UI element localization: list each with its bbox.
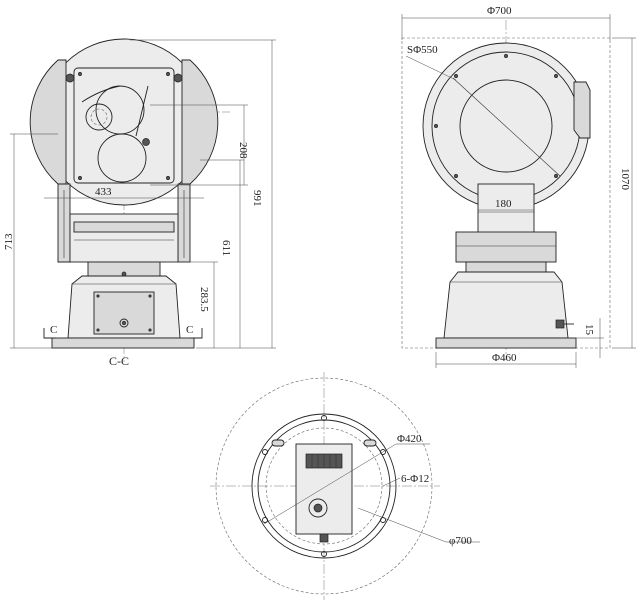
bottom-outer-circle bbox=[215, 377, 433, 595]
side-window bbox=[459, 79, 553, 173]
section-mark-left: C bbox=[50, 324, 57, 336]
front-lens-small bbox=[85, 103, 113, 131]
bottom-view: Φ420 6-Φ12 φ700 bbox=[210, 372, 480, 600]
dim-base-diameter: Φ460 bbox=[492, 352, 517, 364]
dim-lens-offset: 208 bbox=[237, 142, 249, 159]
dim-sphere-diameter: SΦ550 bbox=[407, 44, 438, 56]
dim-left-height: 713 bbox=[3, 233, 15, 250]
dim-neck-width: 180 bbox=[495, 198, 512, 210]
side-view: Φ700 SΦ550 180 1070 15 Φ460 bbox=[401, 5, 636, 368]
section-mark-right: C bbox=[186, 324, 193, 336]
dim-axis-height: 611 bbox=[220, 240, 232, 256]
front-view: C C C-C 433 208 991 713 611 283.5 bbox=[3, 38, 276, 368]
dim-base-flange: 15 bbox=[583, 324, 595, 336]
dim-overall-width: Φ700 bbox=[487, 5, 512, 17]
section-label: C-C bbox=[109, 354, 129, 368]
dim-holes: 6-Φ12 bbox=[401, 473, 429, 485]
dim-outer-circle: φ700 bbox=[449, 535, 472, 547]
front-lens-lower bbox=[97, 133, 147, 183]
dim-body-width: 433 bbox=[95, 186, 112, 198]
dim-overall-height: 1070 bbox=[619, 168, 631, 191]
dim-base-height: 283.5 bbox=[198, 287, 210, 312]
base-connector-panel bbox=[93, 291, 155, 335]
dim-total-height: 991 bbox=[251, 190, 263, 207]
dim-bolt-circle: Φ420 bbox=[397, 433, 422, 445]
